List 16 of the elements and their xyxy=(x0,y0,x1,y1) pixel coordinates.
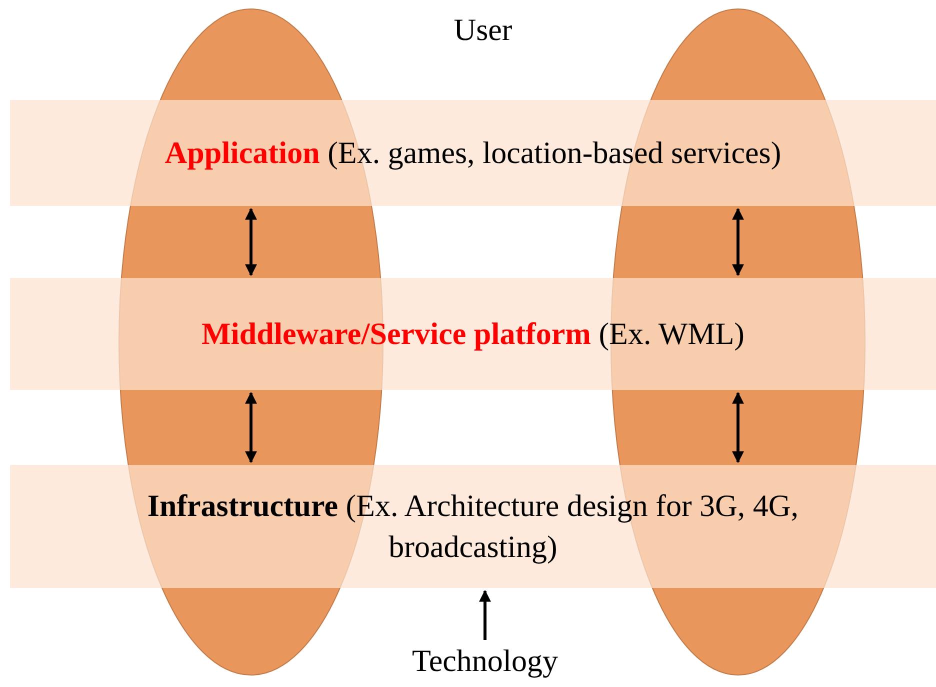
layer-band xyxy=(10,100,936,206)
layer-band xyxy=(10,465,936,588)
arrow xyxy=(732,208,744,276)
layer-title: Infrastructure xyxy=(147,488,338,524)
layer-description: (Ex. games, location-based services) xyxy=(328,134,782,170)
arrow xyxy=(245,208,257,276)
arrow xyxy=(732,392,744,464)
layer-band xyxy=(10,278,936,390)
layer-title: Application xyxy=(164,134,320,170)
layer-description: (Ex. Architecture design for 3G, 4G, broadcasting) xyxy=(346,488,799,564)
label-text: User xyxy=(452,12,514,48)
arrow xyxy=(245,392,257,464)
layer-title: Middleware/Service platform xyxy=(202,316,591,351)
node-text: Technology xyxy=(380,643,590,683)
layer-description: (Ex. WML) xyxy=(598,316,744,351)
arrow xyxy=(479,590,491,640)
